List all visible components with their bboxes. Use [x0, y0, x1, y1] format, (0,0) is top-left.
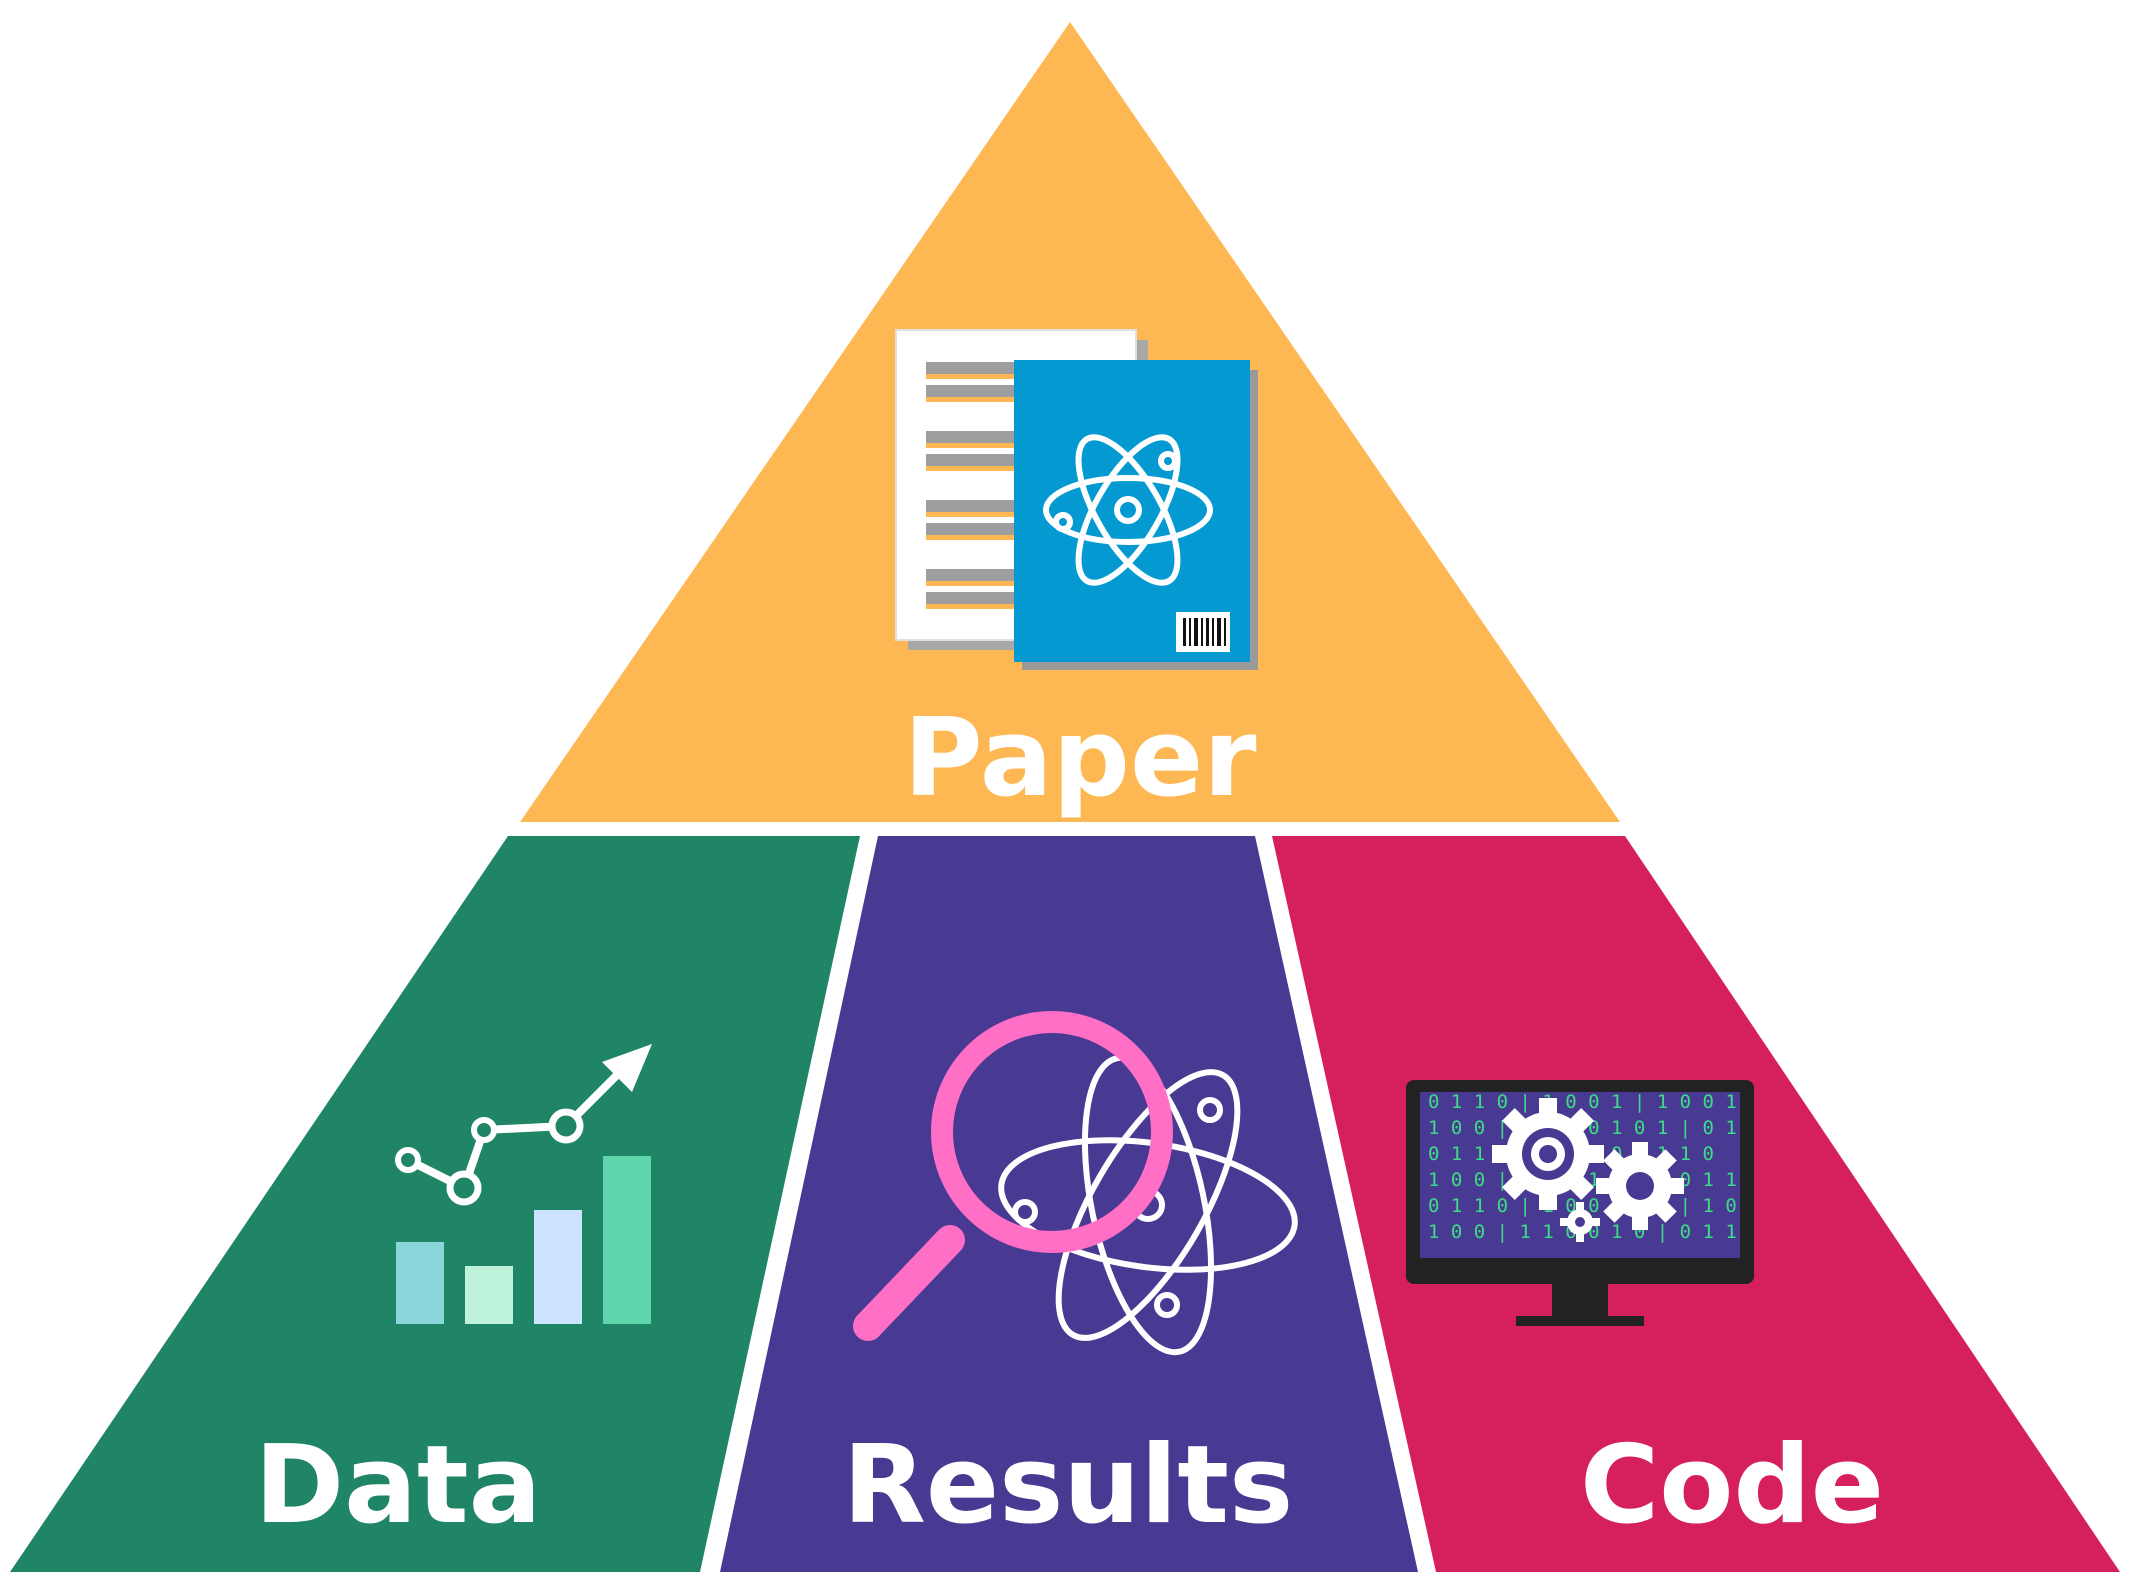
magnifier-atom-icon: [853, 1011, 1298, 1356]
binary-row: 0 1 1 0 | 1 0 0 1 | 1 0 0 1: [1428, 1091, 1737, 1113]
monitor-neck: [1552, 1284, 1608, 1316]
barcode-icon: [1176, 612, 1230, 652]
data-label: Data: [254, 1423, 541, 1548]
document-atom-icon: [895, 329, 1258, 670]
data-segment: [10, 836, 860, 1572]
gear-icon: [1492, 1098, 1604, 1210]
atom-icon: [998, 1054, 1298, 1356]
monitor-base: [1516, 1316, 1644, 1326]
monitor-gears-icon: 0 1 1 0 | 1 0 0 1 | 1 0 0 1 1 0 0 | 1 1 …: [1406, 1080, 1754, 1326]
code-label: Code: [1580, 1423, 1884, 1548]
bar-4: [603, 1156, 651, 1324]
bar-3: [534, 1210, 582, 1324]
arrow-head-icon: [602, 1044, 652, 1092]
gear-icon: [1560, 1202, 1600, 1242]
atom-icon: [1043, 434, 1213, 586]
bar-1: [396, 1242, 444, 1324]
text-lines: [926, 362, 1026, 609]
results-label: Results: [843, 1423, 1294, 1548]
results-segment: [720, 836, 1418, 1572]
bar-2: [465, 1266, 513, 1324]
magnifier-icon: [853, 1011, 1173, 1341]
gear-icon: [1596, 1142, 1684, 1230]
chart-growth-icon: [395, 1044, 652, 1324]
paper-label: Paper: [904, 696, 1257, 821]
